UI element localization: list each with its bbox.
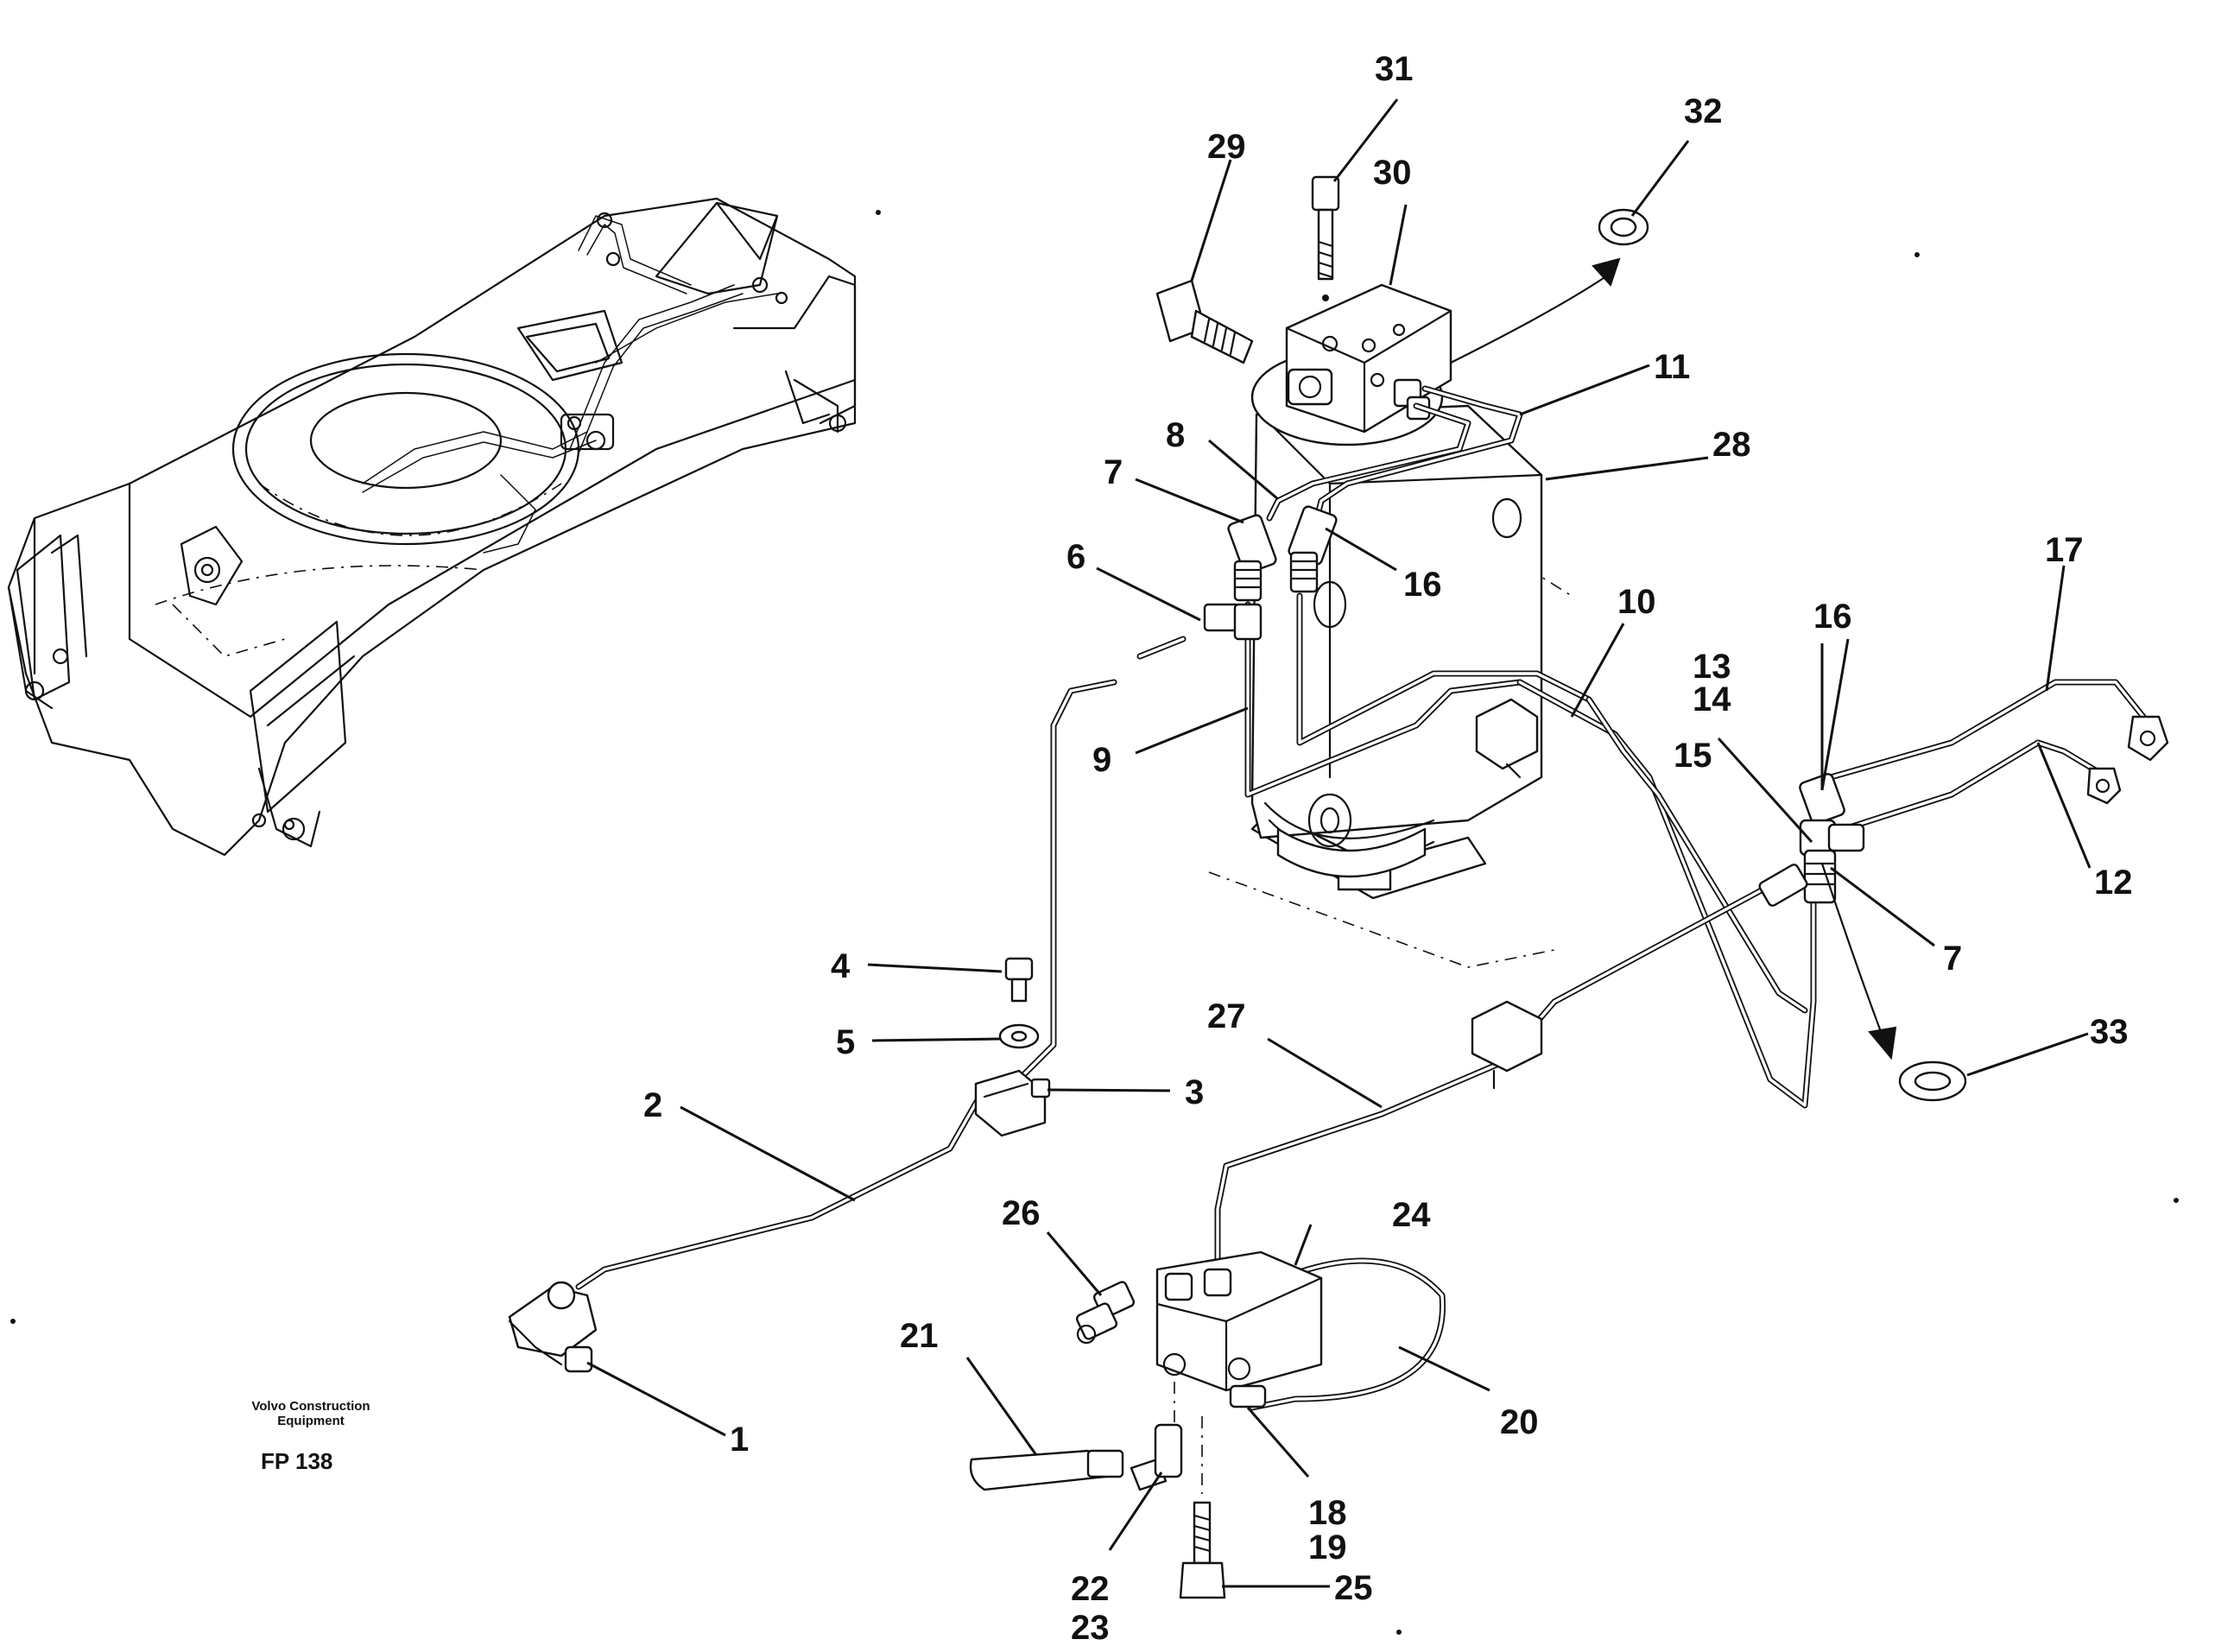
callout-2: 2 [643,1086,662,1124]
callout-10: 10 [1617,583,1656,621]
clamp-3-4-5 [974,957,1051,1137]
callout-16a: 16 [1403,566,1442,604]
brand-line-1: Volvo Construction [251,1399,370,1414]
centre-swivel-joint [1208,348,1573,968]
callout-24: 24 [1392,1196,1431,1234]
callout-33: 33 [2090,1013,2129,1051]
fitting-21-22-23 [969,1423,1183,1491]
right-tee-fittings [1758,715,2169,907]
callout-11: 11 [1654,348,1690,386]
callout-21: 21 [900,1317,939,1355]
arrow-to-32 [1449,275,1608,364]
callout-16b: 16 [1813,598,1852,636]
callout-7b: 7 [1943,940,1962,978]
valve-1 [508,1281,598,1373]
callout-14: 14 [1693,680,1731,718]
pipe-clamps [1471,698,1543,1090]
screw-31 [1311,175,1340,301]
callout-30: 30 [1373,154,1412,192]
callout-29: 29 [1207,128,1246,166]
callout-1: 1 [730,1421,749,1459]
plug-29 [1155,279,1254,364]
arrow-to-33 [1820,862,1884,1038]
upper-frame-overview [7,197,857,857]
callout-6: 6 [1066,538,1085,576]
callout-31: 31 [1375,50,1414,88]
callout-9: 9 [1092,741,1111,779]
callout-7a: 7 [1104,453,1123,491]
seal-33 [1898,1060,1967,1102]
screw-25 [1174,1382,1226,1599]
swivel-fittings [1203,505,1338,641]
callout-28: 28 [1712,426,1751,464]
callout-23: 23 [1071,1609,1110,1647]
arrow-head-33 [1868,1026,1897,1060]
callout-labels: 1 2 3 4 5 6 7 7 8 9 10 11 12 13 14 15 16… [643,50,2133,1647]
callout-17: 17 [2045,531,2084,569]
callout-26: 26 [1002,1194,1041,1232]
brand-label: Volvo Construction Equipment [233,1399,389,1428]
seal-32 [1598,208,1649,246]
callout-27: 27 [1207,997,1246,1035]
brand-line-2: Equipment [277,1414,345,1428]
callout-18: 18 [1308,1494,1347,1532]
callout-32: 32 [1684,92,1723,130]
callout-22: 22 [1071,1570,1110,1608]
callout-12: 12 [2094,864,2133,902]
callout-5: 5 [836,1023,855,1061]
valve-block-24 [1155,1250,1323,1408]
callout-13: 13 [1693,648,1731,686]
callout-19: 19 [1308,1529,1347,1567]
pipe-network [575,385,2154,1411]
callout-3: 3 [1185,1073,1204,1111]
callout-8: 8 [1166,416,1185,454]
elbow-26 [1075,1281,1136,1345]
top-valve-block [1285,283,1452,434]
figure-code: FP 138 [261,1448,333,1474]
callout-15: 15 [1674,737,1712,775]
leader-lines [586,98,2092,1588]
arrow-head-32 [1592,257,1621,287]
callout-20: 20 [1500,1403,1539,1441]
callout-25: 25 [1334,1569,1373,1607]
callout-4: 4 [831,947,851,985]
